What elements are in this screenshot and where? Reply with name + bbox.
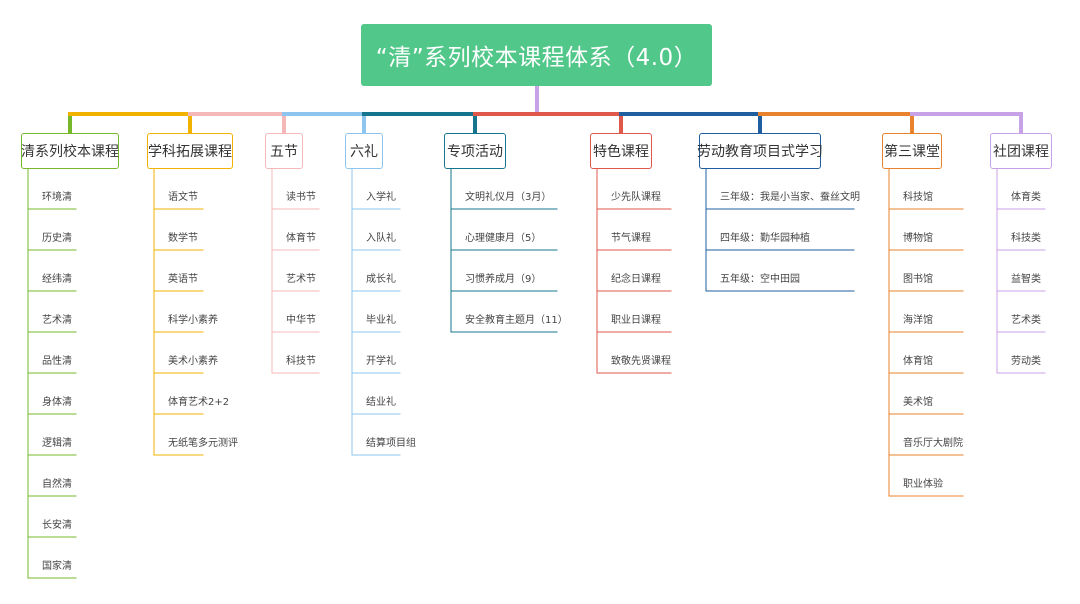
root-title: “清”系列校本课程体系（4.0） <box>375 45 698 71</box>
leaf-node: 三年级：我是小当家、蚕丝文明 <box>720 192 860 203</box>
leaf-node: 节气课程 <box>611 233 651 244</box>
leaf-node: 科技类 <box>1011 233 1041 244</box>
leaf-node: 毕业礼 <box>366 315 396 326</box>
leaf-node: 职业体验 <box>903 479 943 490</box>
leaf-node: 科技馆 <box>903 192 933 203</box>
category-node: 特色课程 <box>590 133 652 169</box>
leaf-node: 经纬清 <box>42 274 72 285</box>
category-node: 劳动教育项目式学习 <box>697 133 823 169</box>
leaf-node: 开学礼 <box>366 356 396 367</box>
leaf-node: 纪念日课程 <box>611 274 661 285</box>
leaf-node: 职业日课程 <box>611 315 661 326</box>
leaf-node: 安全教育主题月（11） <box>465 315 568 326</box>
leaf-node: 环境清 <box>42 192 72 203</box>
leaf-node: 体育节 <box>286 233 316 244</box>
category-node: 学科拓展课程 <box>147 133 233 169</box>
leaf-node: 长安清 <box>42 520 72 531</box>
leaf-node: 艺术清 <box>42 315 72 326</box>
leaf-node: 五年级：空中田园 <box>720 274 800 285</box>
category-label: 学科拓展课程 <box>148 144 232 160</box>
category-label: 清系列校本课程 <box>21 144 119 160</box>
leaf-node: 艺术节 <box>286 274 316 285</box>
category-node: 清系列校本课程 <box>21 133 119 169</box>
leaf-node: 入队礼 <box>366 233 396 244</box>
leaf-node: 逻辑清 <box>42 438 72 449</box>
leaf-node: 读书节 <box>286 192 316 203</box>
category-node: 专项活动 <box>444 133 506 169</box>
leaf-node: 英语节 <box>168 274 198 285</box>
category-label: 六礼 <box>350 144 378 160</box>
category-label: 五节 <box>270 144 298 160</box>
category-label: 第三课堂 <box>884 144 940 160</box>
leaf-node: 美术小素养 <box>168 356 218 367</box>
leaf-node: 体育馆 <box>903 356 933 367</box>
leaf-node: 四年级：勤华园种植 <box>720 233 810 244</box>
category-node: 六礼 <box>345 133 383 169</box>
category-label: 社团课程 <box>993 144 1049 160</box>
leaf-node: 国家清 <box>42 561 72 572</box>
leaf-node: 结算项目组 <box>366 438 416 449</box>
leaf-node: 图书馆 <box>903 274 933 285</box>
leaf-node: 体育类 <box>1011 192 1041 203</box>
root-node: “清”系列校本课程体系（4.0） <box>361 24 712 86</box>
category-node: 五节 <box>265 133 303 169</box>
leaf-node: 心理健康月（5） <box>465 233 542 244</box>
leaf-node: 博物馆 <box>903 233 933 244</box>
leaf-node: 少先队课程 <box>611 192 661 203</box>
leaf-node: 美术馆 <box>903 397 933 408</box>
category-node: 第三课堂 <box>882 133 942 169</box>
leaf-node: 文明礼仪月（3月） <box>465 192 552 203</box>
leaf-node: 语文节 <box>168 192 198 203</box>
leaf-node: 数学节 <box>168 233 198 244</box>
leaf-node: 致敬先贤课程 <box>611 356 671 367</box>
leaf-node: 品性清 <box>42 356 72 367</box>
leaf-node: 音乐厅大剧院 <box>903 438 963 449</box>
leaf-node: 成长礼 <box>366 274 396 285</box>
leaf-node: 中华节 <box>286 315 316 326</box>
leaf-node: 艺术类 <box>1011 315 1041 326</box>
leaf-node: 无纸笔多元测评 <box>168 438 238 449</box>
category-label: 特色课程 <box>593 144 649 160</box>
leaf-node: 体育艺术2+2 <box>168 397 230 408</box>
leaf-node: 身体清 <box>42 397 72 408</box>
leaf-node: 劳动类 <box>1011 356 1041 367</box>
category-label: 专项活动 <box>447 144 503 160</box>
category-node: 社团课程 <box>990 133 1052 169</box>
leaf-node: 习惯养成月（9） <box>465 274 542 285</box>
leaf-node: 历史清 <box>42 233 72 244</box>
leaf-node: 海洋馆 <box>903 315 933 326</box>
leaf-node: 结业礼 <box>366 397 396 408</box>
leaf-node: 自然清 <box>42 479 72 490</box>
leaf-node: 科技节 <box>286 356 316 367</box>
category-label: 劳动教育项目式学习 <box>697 144 823 160</box>
leaf-node: 科学小素养 <box>168 315 218 326</box>
leaf-node: 益智类 <box>1011 274 1041 285</box>
leaf-node: 入学礼 <box>366 192 396 203</box>
